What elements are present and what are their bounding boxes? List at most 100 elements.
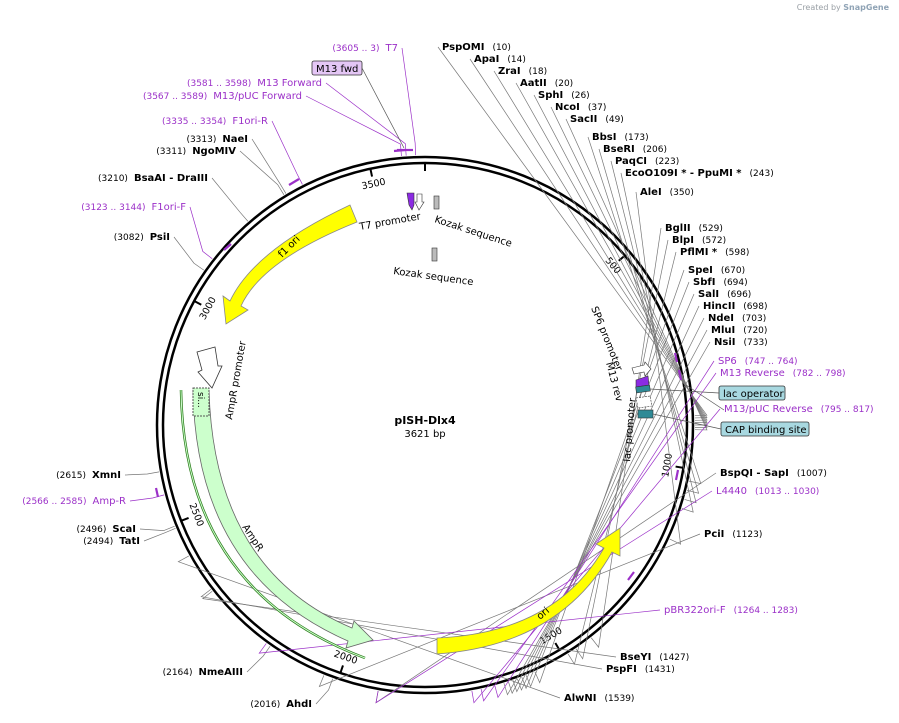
enzyme-hincii-name[interactable]: HincII	[703, 301, 735, 312]
tick-label-3500: 3500	[361, 177, 387, 193]
enzyme-nmeaiii-position: (2164)	[163, 668, 193, 678]
enzyme-spei-name[interactable]: SpeI	[688, 265, 713, 276]
primer-pbr322ori-f-position: (1264 .. 1283)	[734, 606, 798, 616]
primer-m13-puc-reverse-name[interactable]: M13/pUC Reverse	[724, 404, 813, 415]
enzyme-psii-name[interactable]: PsiI	[150, 232, 170, 243]
primer-f1ori-r-name[interactable]: F1ori-R	[232, 116, 268, 127]
kozak-sequence-box-1[interactable]	[433, 195, 440, 210]
lac-promoter-arrow[interactable]	[635, 395, 653, 409]
enzyme-leader-nmeaiii	[246, 645, 271, 673]
enzyme-sacii-position: (49)	[605, 115, 623, 125]
enzyme-bseyi-name[interactable]: BseYI	[620, 652, 651, 663]
f1ori-f-primer-marker[interactable]	[223, 243, 232, 251]
enzyme-ncoi-name[interactable]: NcoI	[555, 102, 580, 113]
ampr-promoter-label: AmpR promoter	[224, 339, 249, 420]
primer-leader-t7	[401, 47, 416, 156]
enzyme-bspqi-sapi-position: (1007)	[797, 469, 827, 479]
enzyme-ngomiv-name[interactable]: NgoMIV	[192, 146, 236, 157]
credit-prefix: Created by	[796, 3, 841, 12]
pbr322ori-f-primer-marker[interactable]	[627, 571, 635, 581]
primer-amp-r-name[interactable]: Amp-R	[93, 496, 127, 507]
enzyme-pspfi-position: (1431)	[645, 665, 675, 675]
enzyme-scai-name[interactable]: ScaI	[112, 524, 136, 535]
kozak-sequence-box-2[interactable]	[431, 247, 438, 262]
primer-l4440-name[interactable]: L4440	[716, 486, 747, 497]
enzyme-leader-alei	[635, 191, 682, 545]
signal-sequence-box[interactable]	[192, 387, 210, 417]
enzyme-leader-spei	[534, 269, 685, 684]
ori-arrow[interactable]	[436, 527, 621, 655]
primer-m13-reverse-name[interactable]: M13 Reverse	[720, 368, 785, 379]
plasmid-length: 3621 bp	[404, 429, 445, 440]
enzyme-nsii-position: (733)	[743, 338, 767, 348]
ampr-orf-line-highlight	[180, 389, 366, 659]
primer-sp6-name[interactable]: SP6	[718, 356, 737, 367]
enzyme-mlui-name[interactable]: MluI	[711, 325, 735, 336]
enzyme-bseyi-position: (1427)	[659, 653, 689, 663]
enzyme-xmni-name[interactable]: XmnI	[92, 470, 121, 481]
enzyme-sphi-name[interactable]: SphI	[538, 90, 563, 101]
primer-leader-m13-puc-forward	[305, 95, 402, 157]
enzyme-ndei-name[interactable]: NdeI	[708, 313, 734, 324]
enzyme-mlui-position: (720)	[743, 326, 767, 336]
primer-m13-puc-forward-position: (3567 .. 3589)	[143, 92, 207, 102]
enzyme-pspomi-name[interactable]: PspOMI	[442, 42, 484, 53]
t7-promoter-arrow[interactable]	[406, 192, 415, 211]
enzyme-bseri-name[interactable]: BseRI	[603, 144, 635, 155]
f1-ori-arrow[interactable]	[222, 204, 358, 325]
box-leader-lines	[361, 67, 725, 430]
sp6-primer-marker[interactable]	[673, 352, 679, 363]
enzyme-bglii-name[interactable]: BglII	[665, 223, 691, 234]
enzyme-naei-name[interactable]: NaeI	[222, 134, 248, 145]
enzyme-pspfi-name[interactable]: PspFI	[606, 664, 637, 675]
amp-r-primer-marker[interactable]	[154, 487, 160, 498]
enzyme-ecoo109i-ppumi--name[interactable]: EcoO109I * - PpuMI *	[625, 168, 742, 179]
enzyme-leader-naei	[251, 138, 287, 194]
enzyme-apai-name[interactable]: ApaI	[474, 54, 499, 65]
primer-m13-puc-forward-name[interactable]: M13/pUC Forward	[213, 91, 302, 102]
lac-operator-marker[interactable]	[635, 384, 651, 394]
enzyme-pcii-name[interactable]: PciI	[704, 529, 724, 540]
primer-m13-forward-name[interactable]: M13 Forward	[257, 78, 322, 89]
enzyme-bspqi-sapi-name[interactable]: BspQI - SapI	[720, 468, 789, 479]
backbone-outer-ring	[155, 155, 695, 695]
enzyme-paqci-name[interactable]: PaqCI	[615, 156, 647, 167]
enzyme-blpi-name[interactable]: BlpI	[672, 235, 694, 246]
enzyme-pflmi--name[interactable]: PflMI *	[680, 247, 718, 258]
primer-f1ori-f-name[interactable]: F1ori-F	[152, 202, 187, 213]
enzyme-sali-name[interactable]: SalI	[698, 289, 719, 300]
primer-leader-f1ori-f	[189, 206, 213, 260]
enzyme-zrai-name[interactable]: ZraI	[498, 66, 521, 77]
enzyme-tati-name[interactable]: TatI	[119, 536, 140, 547]
enzyme-leader-aatii	[515, 82, 708, 423]
ampr-arrow[interactable]	[192, 389, 374, 649]
enzyme-bbsi-name[interactable]: BbsI	[592, 132, 616, 143]
enzyme-aatii-name[interactable]: AatII	[520, 78, 547, 89]
primer-t7-name[interactable]: T7	[385, 43, 398, 54]
kozak-sequence-label-2: Kozak sequence	[393, 266, 474, 288]
tick-label-3000: 3000	[198, 295, 219, 322]
primer-leader-f1ori-r	[271, 120, 303, 185]
enzyme-nmeaiii-name[interactable]: NmeAIII	[199, 667, 243, 678]
enzyme-sacii-name[interactable]: SacII	[570, 114, 597, 125]
enzyme-alwni-name[interactable]: AlwNI	[564, 693, 597, 704]
t7-promoter-label: T7 promoter	[358, 211, 423, 233]
primer-leader-m13-forward	[325, 82, 407, 156]
enzyme-nsii-name[interactable]: NsiI	[714, 337, 735, 348]
enzyme-hincii-position: (698)	[743, 302, 767, 312]
l4440-primer-marker[interactable]	[674, 469, 680, 481]
m13-reverse-primer-marker[interactable]	[677, 369, 683, 381]
sp6-promoter-arrow[interactable]	[631, 361, 652, 377]
enzyme-pcii-position: (1123)	[732, 530, 762, 540]
enzyme-ahdi-name[interactable]: AhdI	[286, 699, 312, 710]
primer-pbr322ori-f-name[interactable]: pBR322ori-F	[664, 605, 726, 616]
ampr-promoter-arrow[interactable]	[196, 346, 223, 389]
cap-binding-site-marker[interactable]	[637, 409, 654, 419]
enzyme-alei-name[interactable]: AleI	[640, 187, 662, 198]
enzyme-leader-bseri	[598, 148, 700, 494]
m13-fwd-primer-marker[interactable]	[393, 148, 406, 153]
mp-ruc-rev-leader	[685, 384, 725, 411]
enzyme-sbfi-name[interactable]: SbfI	[693, 277, 715, 288]
f1ori-r-primer-marker[interactable]	[288, 178, 300, 186]
enzyme-bsaai-draiii-name[interactable]: BsaAI - DraIII	[134, 173, 208, 184]
